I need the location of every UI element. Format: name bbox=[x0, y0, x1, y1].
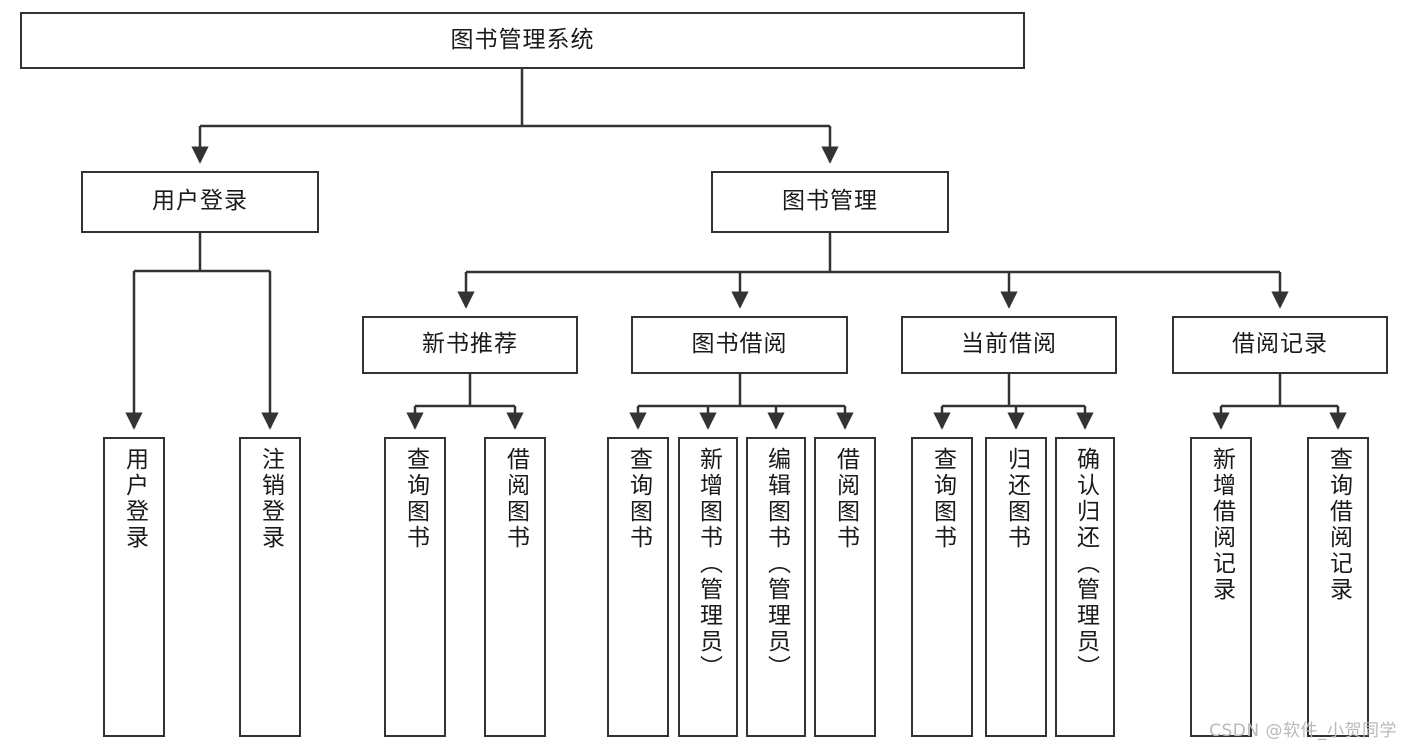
node-leaf-query-book-1-label: 查询图书 bbox=[402, 447, 429, 551]
node-leaf-edit-book-label: 编辑图书（管理员） bbox=[763, 447, 790, 681]
node-user-login-label: 用户登录 bbox=[152, 188, 248, 215]
node-user-login[interactable]: 用户登录 bbox=[81, 171, 319, 233]
node-leaf-query-record[interactable]: 查询借阅记录 bbox=[1307, 437, 1369, 737]
node-leaf-add-book-label: 新增图书（管理员） bbox=[695, 447, 722, 681]
node-leaf-add-record[interactable]: 新增借阅记录 bbox=[1190, 437, 1252, 737]
node-leaf-logout-label: 注销登录 bbox=[257, 447, 284, 551]
node-book-manage[interactable]: 图书管理 bbox=[711, 171, 949, 233]
watermark-text: CSDN @软件_小贺同学 bbox=[1209, 721, 1397, 741]
node-new-book-rec-label: 新书推荐 bbox=[422, 331, 518, 358]
node-leaf-query-record-label: 查询借阅记录 bbox=[1325, 447, 1352, 603]
node-current-borrow[interactable]: 当前借阅 bbox=[901, 316, 1117, 374]
node-leaf-query-book-2-label: 查询图书 bbox=[625, 447, 652, 551]
node-book-borrow-label: 图书借阅 bbox=[691, 331, 788, 358]
node-leaf-return-book[interactable]: 归还图书 bbox=[985, 437, 1047, 737]
node-leaf-add-record-label: 新增借阅记录 bbox=[1208, 447, 1235, 603]
node-book-manage-label: 图书管理 bbox=[782, 188, 878, 215]
node-leaf-borrow-book-1-label: 借阅图书 bbox=[502, 447, 529, 551]
node-leaf-query-book-2[interactable]: 查询图书 bbox=[607, 437, 669, 737]
node-leaf-borrow-book-2-label: 借阅图书 bbox=[832, 447, 859, 551]
node-leaf-query-book-3-label: 查询图书 bbox=[929, 447, 956, 551]
node-leaf-borrow-book-2[interactable]: 借阅图书 bbox=[814, 437, 876, 737]
node-new-book-rec[interactable]: 新书推荐 bbox=[362, 316, 578, 374]
node-leaf-query-book-1[interactable]: 查询图书 bbox=[384, 437, 446, 737]
node-leaf-return-book-label: 归还图书 bbox=[1003, 447, 1030, 551]
node-leaf-confirm-return-label: 确认归还（管理员） bbox=[1072, 447, 1099, 681]
node-leaf-user-login[interactable]: 用户登录 bbox=[103, 437, 165, 737]
node-root[interactable]: 图书管理系统 bbox=[20, 12, 1025, 69]
node-borrow-record-label: 借阅记录 bbox=[1232, 331, 1328, 358]
node-borrow-record[interactable]: 借阅记录 bbox=[1172, 316, 1388, 374]
node-leaf-logout[interactable]: 注销登录 bbox=[239, 437, 301, 737]
node-leaf-confirm-return[interactable]: 确认归还（管理员） bbox=[1055, 437, 1115, 737]
node-leaf-borrow-book-1[interactable]: 借阅图书 bbox=[484, 437, 546, 737]
node-leaf-user-login-label: 用户登录 bbox=[121, 447, 148, 551]
node-leaf-edit-book[interactable]: 编辑图书（管理员） bbox=[746, 437, 806, 737]
node-current-borrow-label: 当前借阅 bbox=[961, 331, 1057, 358]
node-leaf-query-book-3[interactable]: 查询图书 bbox=[911, 437, 973, 737]
node-root-label: 图书管理系统 bbox=[450, 26, 595, 53]
node-leaf-add-book[interactable]: 新增图书（管理员） bbox=[678, 437, 738, 737]
node-book-borrow[interactable]: 图书借阅 bbox=[631, 316, 848, 374]
